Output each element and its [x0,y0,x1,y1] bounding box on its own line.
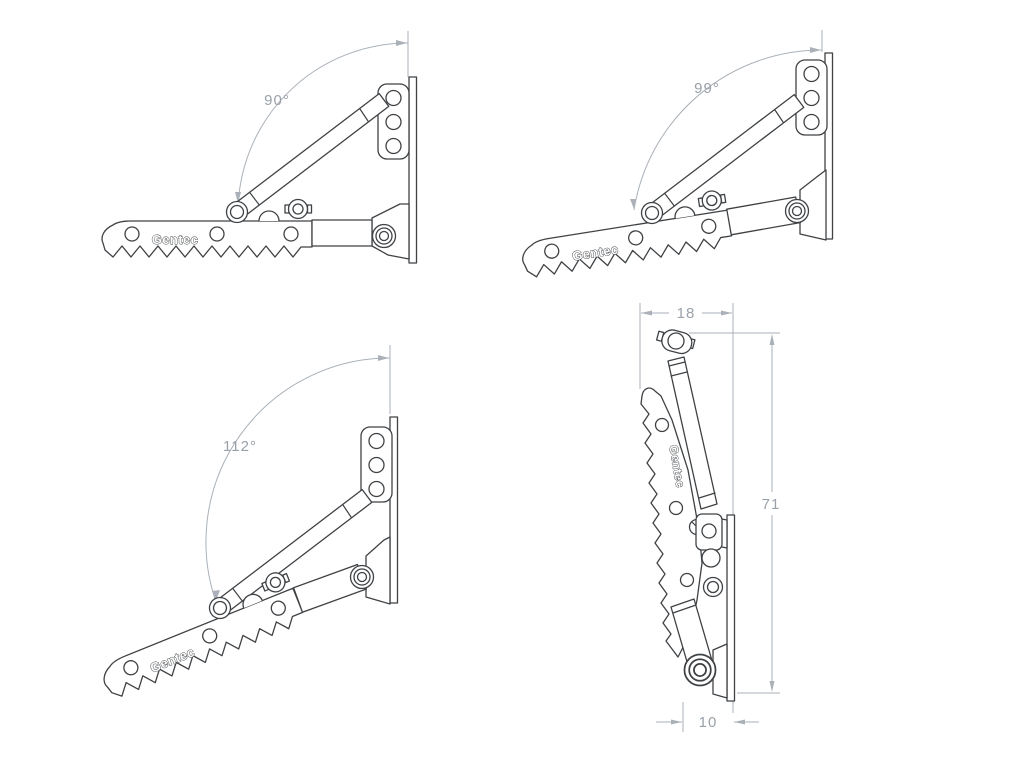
gentec-logo: Gentec [152,232,198,247]
serrated-arm [101,198,313,258]
gusset-bracket [799,169,827,241]
width-18-label: 18 [677,305,696,322]
angle-99-label: 99° [694,80,720,97]
mounting-bracket [377,83,410,160]
ball-joint [683,653,717,687]
angle-dimension-112: 112° [205,345,391,603]
main-arm [228,92,390,221]
height-71-label: 71 [762,496,781,513]
gusset-bracket [365,536,391,605]
pivot-cluster [695,513,724,598]
angle-112-label: 112° [223,438,257,455]
link-arm [311,219,373,247]
serrated-arm [516,188,734,280]
serrated-arm [89,567,308,701]
mounting-bracket [360,426,393,503]
angle-dimension-90: 90° [235,31,409,214]
view-angle-90: 90° Gentec [101,31,418,264]
angle-90-label: 90° [264,92,290,109]
ball-joint [784,198,810,224]
mounting-bracket [795,59,828,136]
main-arm [667,356,718,510]
depth-10-label: 10 [699,714,718,731]
height-dimension: 71 [689,332,781,694]
width-dimension: 18 [639,303,734,713]
ball-joint [371,223,397,249]
arm-end-hole [667,332,685,350]
view-angle-112: 112° Gentec [89,345,399,701]
view-angle-99: 99° Gentec [516,30,834,280]
view-folded: 18 71 10 [639,303,781,732]
angle-dimension-99: 99° [630,30,823,211]
ball-joint [349,564,375,590]
wall-plate [726,514,736,702]
wall-plate [408,76,418,264]
depth-dimension: 10 [656,702,759,732]
